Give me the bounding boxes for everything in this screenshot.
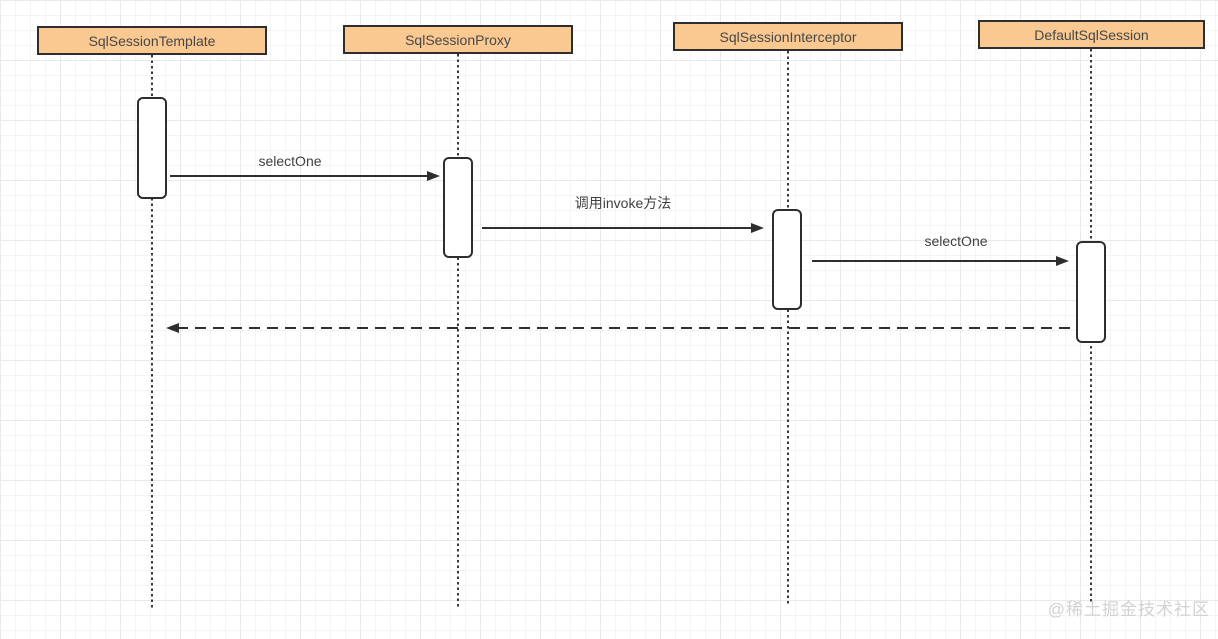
watermark-juejin: @稀土掘金技术社区 — [1047, 600, 1210, 619]
arrowhead-left-icon — [166, 323, 179, 333]
return-arrow — [166, 323, 1076, 333]
lifeline-sqlsessionproxy — [457, 54, 459, 608]
activation-bar-sqlsessionproxy — [443, 157, 473, 258]
lifeline-sqlsessiontemplate — [151, 55, 153, 608]
dashed-arrow-shaft — [177, 326, 1076, 330]
arrow-shaft — [812, 259, 1058, 263]
participant-sqlsessionproxy: SqlSessionProxy — [343, 25, 573, 54]
activation-bar-sqlsessiontemplate — [137, 97, 167, 199]
participant-name-label: DefaultSqlSession — [1034, 26, 1149, 43]
participant-sqlsessiontemplate: SqlSessionTemplate — [37, 26, 267, 55]
arrowhead-right-icon — [427, 171, 440, 181]
participant-name-label: SqlSessionTemplate — [88, 32, 216, 49]
participant-name-label: SqlSessionProxy — [405, 31, 511, 48]
arrowhead-right-icon — [751, 223, 764, 233]
message-arrow-selectone-2 — [812, 256, 1069, 266]
activation-bar-sqlsessioninterceptor — [772, 209, 802, 310]
participant-name-label: SqlSessionInterceptor — [719, 28, 857, 45]
participant-sqlsessioninterceptor: SqlSessionInterceptor — [673, 22, 903, 51]
participant-defaultsqlsession: DefaultSqlSession — [978, 20, 1205, 49]
arrowhead-right-icon — [1056, 256, 1069, 266]
message-arrow-selectone-1 — [170, 171, 440, 181]
message-arrow-invoke — [482, 223, 764, 233]
activation-bar-defaultsqlsession — [1076, 241, 1106, 343]
message-label-selectone-2: selectOne — [924, 233, 988, 249]
message-label-selectone-1: selectOne — [258, 153, 322, 169]
arrow-shaft — [170, 174, 429, 178]
arrow-shaft — [482, 226, 753, 230]
message-label-invoke: 调用invoke方法 — [574, 195, 672, 211]
